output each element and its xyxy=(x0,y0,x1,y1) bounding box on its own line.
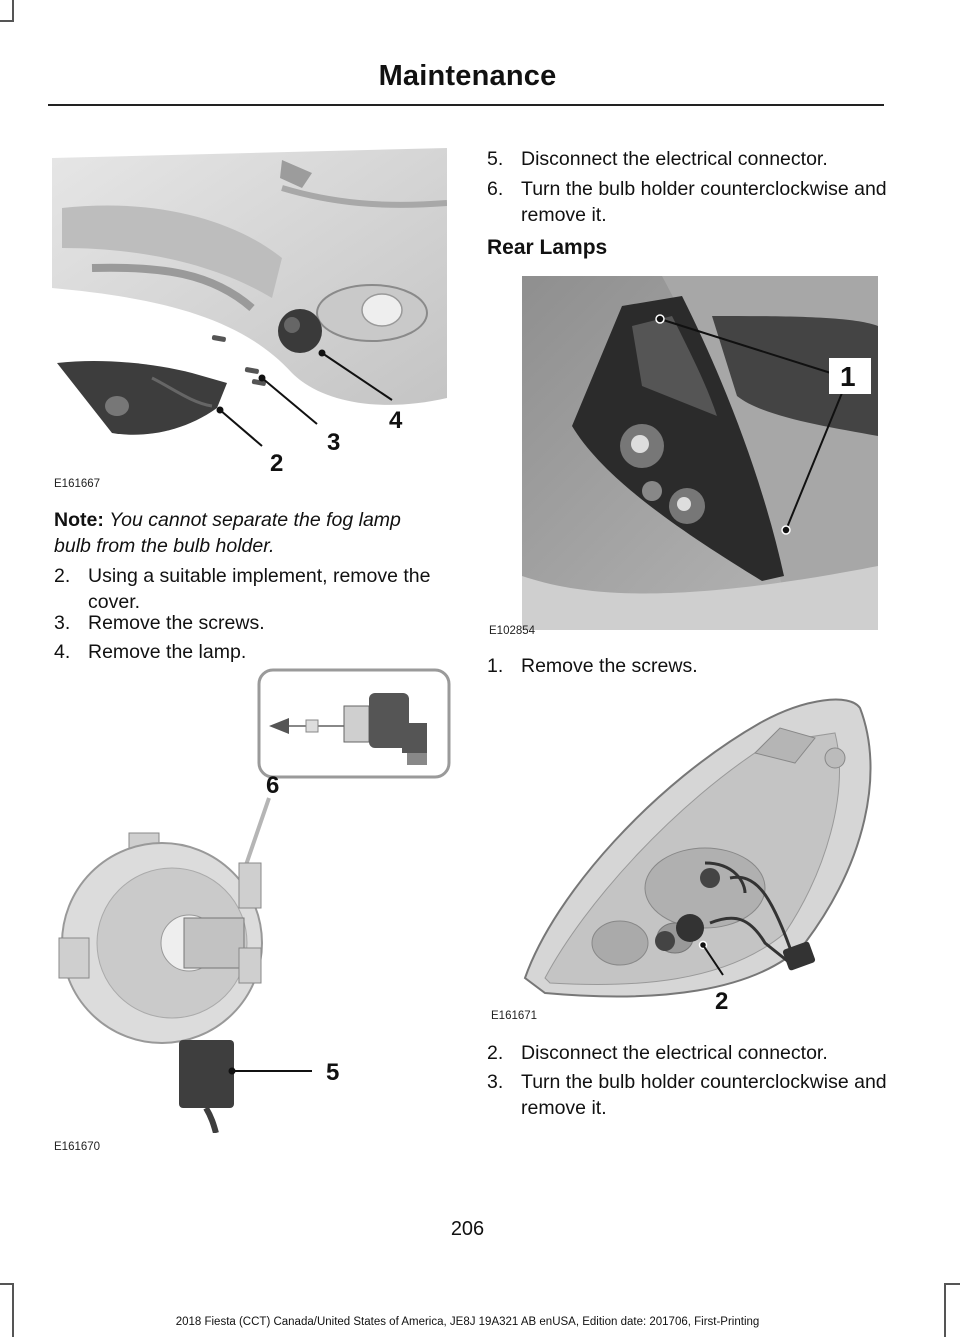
step-text: Disconnect the electrical connector. xyxy=(521,148,828,170)
list-item: 6. Turn the bulb holder counterclockwise… xyxy=(487,176,887,228)
step-text: Remove the screws. xyxy=(521,655,698,677)
callout-4: 4 xyxy=(389,407,403,434)
note-label: Note: xyxy=(54,509,104,531)
callout-leaders xyxy=(219,352,393,447)
callout-6: 6 xyxy=(266,772,279,799)
callout-2: 2 xyxy=(270,450,283,477)
crop-mark-top-left xyxy=(12,0,14,22)
page-number: 206 xyxy=(450,1218,485,1240)
step-number: 2. xyxy=(54,565,71,587)
step-text: Turn the bulb holder counterclockwise an… xyxy=(521,1071,887,1119)
figure-id: E161671 xyxy=(491,1010,538,1022)
step-text: Remove the lamp. xyxy=(88,641,247,663)
crop-mark-bottom-left-h xyxy=(0,1283,14,1285)
callout-2: 2 xyxy=(715,988,728,1013)
rear-lamp-photo: 1 xyxy=(522,276,878,630)
step-text: Turn the bulb holder counterclockwise an… xyxy=(521,178,887,226)
rear-lamp-back-illustration: 2 xyxy=(523,698,872,1013)
callout-1: 1 xyxy=(840,361,856,392)
step-number: 4. xyxy=(54,641,71,663)
step-number: 3. xyxy=(54,612,71,634)
step-number: 3. xyxy=(487,1071,504,1093)
list-item: 2. Disconnect the electrical connector. xyxy=(487,1040,887,1066)
crop-mark-top-left-h xyxy=(0,20,14,22)
list-item: 1. Remove the screws. xyxy=(487,653,887,679)
note: Note: You cannot separate the fog lamp b… xyxy=(54,507,434,559)
step-number: 1. xyxy=(487,655,504,677)
fog-lamp-removal-illustration: 2 3 4 xyxy=(52,148,447,477)
list-item: 3. Remove the screws. xyxy=(54,610,444,636)
crop-mark-bottom-right xyxy=(944,1283,946,1337)
list-item: 2. Using a suitable implement, remove th… xyxy=(54,563,444,615)
crop-mark-bottom-right-h xyxy=(944,1283,960,1285)
note-text: You cannot separate the fog lamp bulb fr… xyxy=(54,509,401,557)
crop-mark-bottom-left xyxy=(12,1283,14,1337)
list-item: 4. Remove the lamp. xyxy=(54,639,444,665)
step-number: 2. xyxy=(487,1042,504,1064)
figure-id: E102854 xyxy=(489,625,536,637)
figure-id: E161667 xyxy=(54,478,101,490)
step-text: Disconnect the electrical connector. xyxy=(521,1042,828,1064)
step-number: 6. xyxy=(487,178,504,200)
header-divider xyxy=(48,104,884,106)
list-item: 5. Disconnect the electrical connector. xyxy=(487,146,887,172)
step-number: 5. xyxy=(487,148,504,170)
callout-5: 5 xyxy=(326,1059,339,1086)
list-item: 3. Turn the bulb holder counterclockwise… xyxy=(487,1069,887,1121)
step-text: Remove the screws. xyxy=(88,612,265,634)
fog-lamp-assembly-illustration: 6 5 xyxy=(58,668,451,1133)
figure-id: E161670 xyxy=(54,1141,101,1153)
step-text: Using a suitable implement, remove the c… xyxy=(88,565,431,613)
callout-3: 3 xyxy=(327,429,340,456)
footer-text: 2018 Fiesta (CCT) Canada/United States o… xyxy=(175,1316,760,1328)
section-heading: Rear Lamps xyxy=(487,236,608,259)
page-title: Maintenance xyxy=(378,60,557,92)
